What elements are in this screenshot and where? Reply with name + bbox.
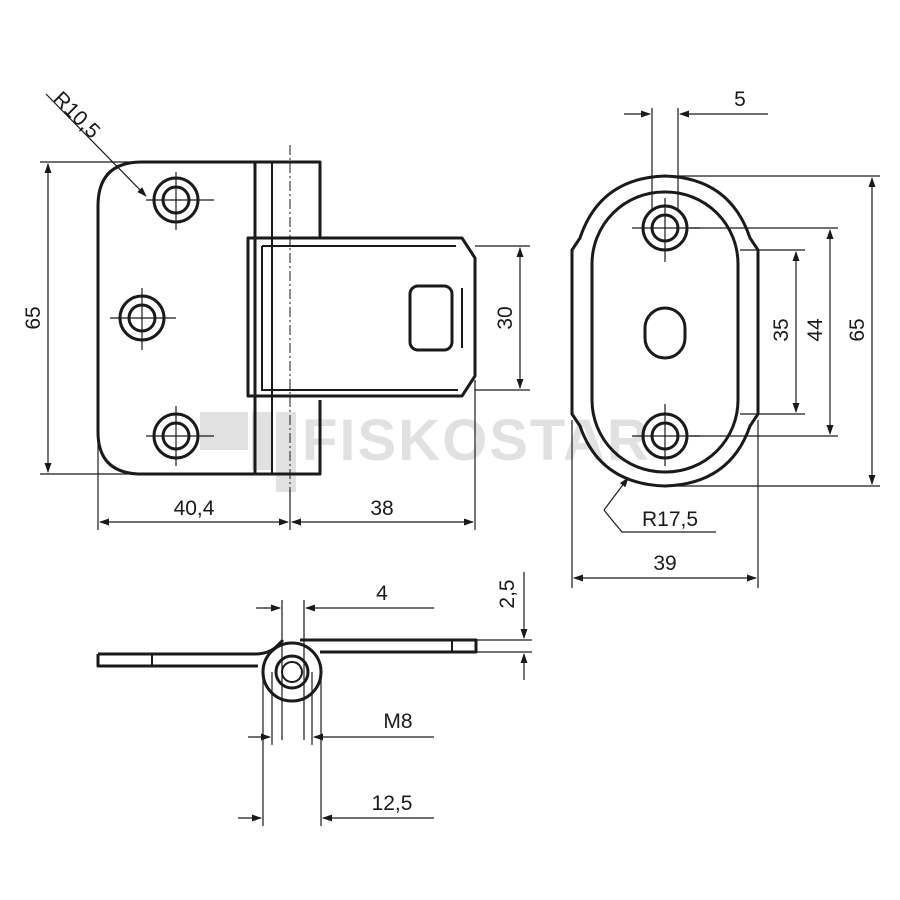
- side-inner-outline: [590, 190, 740, 474]
- side-width-label: 39: [653, 552, 676, 575]
- thread-label: M8: [383, 710, 412, 733]
- radius-label-side: R17,5: [642, 508, 698, 531]
- left-width-label: 40,4: [174, 497, 215, 520]
- screw-hole-bottom: [146, 406, 214, 466]
- right-width-label: 38: [370, 497, 393, 520]
- inner-spacing-label: 35: [770, 318, 793, 341]
- pin-offset-label: 4: [376, 582, 388, 605]
- bottom-right-leaf: [300, 638, 478, 654]
- outer-spacing-label: 44: [804, 318, 827, 342]
- flag-tab-outline: [246, 236, 477, 398]
- radius-leader-side-base: [603, 509, 716, 533]
- hole-spacing-label: 5: [734, 88, 746, 111]
- radius-label-front: R10,5: [48, 87, 104, 143]
- radius-leader-front: [45, 93, 147, 197]
- bottom-left-leaf: [96, 638, 285, 668]
- radius-leader-side: [603, 477, 629, 511]
- side-height-label: 65: [846, 318, 869, 341]
- bottom-view: 2,5 4 M8 12,5: [96, 572, 532, 826]
- hinge-leaf-outline: [96, 160, 257, 476]
- watermark-logo: FISKOSTAR: [200, 408, 651, 492]
- thickness-label: 2,5: [496, 579, 519, 608]
- pin-outer-circle: [274, 654, 310, 690]
- flag-tab-slot: [408, 284, 454, 352]
- pin-inner-circle: [281, 661, 303, 683]
- flag-tab-inner-line: [261, 245, 458, 391]
- knuckle-label: 12,5: [372, 792, 413, 815]
- tab-height-label: 30: [494, 306, 517, 329]
- height-label-front: 65: [22, 306, 45, 329]
- side-view: 5 65 44 35 R17,5 39: [570, 88, 880, 588]
- watermark-text: FISKOSTAR: [302, 408, 651, 473]
- screw-hole-top: [146, 172, 214, 230]
- side-hole-bottom: [632, 404, 700, 466]
- screw-hole-middle: [110, 288, 176, 350]
- hinge-knuckle-outline: [255, 160, 322, 476]
- side-hole-top: [632, 198, 700, 262]
- side-center-slot: [643, 306, 687, 360]
